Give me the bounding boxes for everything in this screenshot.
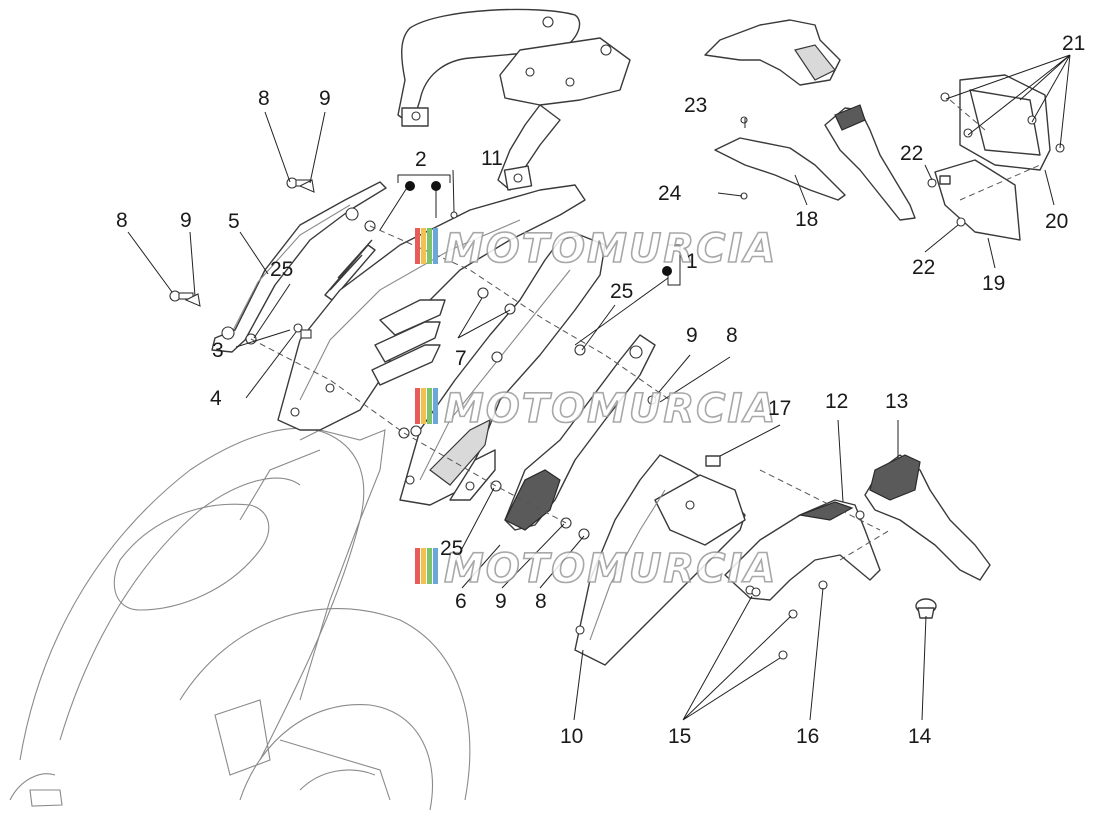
reflector-bracket bbox=[864, 454, 991, 581]
rear-luggage-rack bbox=[397, 8, 631, 191]
watermark-top: MOTOMURCIA bbox=[415, 225, 777, 273]
callout-22a: 22 bbox=[900, 142, 923, 165]
side-panel-left bbox=[277, 184, 586, 431]
plate-19 bbox=[934, 159, 1021, 241]
callout-23: 23 bbox=[684, 94, 707, 117]
callout-1: 1 bbox=[686, 250, 698, 273]
bracket-18 bbox=[714, 137, 846, 201]
watermark-text-2: MOTOMURCIA bbox=[444, 386, 777, 432]
callout-12: 12 bbox=[825, 390, 848, 413]
rubber-cap bbox=[915, 598, 937, 619]
callout-5: 5 bbox=[228, 210, 240, 233]
license-plate-holder bbox=[724, 499, 881, 601]
callout-4: 4 bbox=[210, 387, 222, 410]
callout-9a: 9 bbox=[319, 87, 331, 110]
callout-8d: 8 bbox=[535, 590, 547, 613]
scooter-outline bbox=[9, 427, 471, 811]
callout-8a: 8 bbox=[258, 87, 270, 110]
decal-stickers bbox=[324, 239, 376, 301]
leader-lines bbox=[127, 54, 1071, 721]
callout-3: 3 bbox=[212, 339, 224, 362]
callout-15: 15 bbox=[668, 725, 691, 748]
callout-16: 16 bbox=[796, 725, 819, 748]
callout-25b: 25 bbox=[610, 280, 633, 303]
watermark-text-1: MOTOMURCIA bbox=[444, 226, 777, 272]
callout-9c: 9 bbox=[686, 324, 698, 347]
dot-marker-2b bbox=[431, 181, 441, 191]
dot-marker-2a bbox=[405, 181, 415, 191]
mount-bracket bbox=[824, 104, 916, 221]
license-bracket-upper bbox=[704, 19, 841, 86]
callout-labels: 1 2 3 4 5 6 7 8 8 8 8 9 9 9 9 10 11 12 1… bbox=[116, 32, 1085, 748]
callout-9d: 9 bbox=[495, 590, 507, 613]
callout-9b: 9 bbox=[180, 209, 192, 232]
side-panel-right bbox=[399, 234, 606, 506]
watermark-bottom: MOTOMURCIA bbox=[415, 545, 777, 593]
callout-17: 17 bbox=[768, 397, 791, 420]
clip-17 bbox=[705, 455, 721, 467]
dot-marker-1 bbox=[662, 266, 672, 276]
plate-frame bbox=[940, 74, 1065, 171]
callout-19: 19 bbox=[982, 272, 1005, 295]
callout-6: 6 bbox=[455, 590, 467, 613]
callout-25a: 25 bbox=[270, 258, 293, 281]
callout-24: 24 bbox=[658, 182, 682, 205]
callout-13: 13 bbox=[885, 390, 908, 413]
callout-2: 2 bbox=[415, 148, 427, 171]
callout-18: 18 bbox=[795, 208, 818, 231]
callout-21: 21 bbox=[1062, 32, 1085, 55]
callout-7: 7 bbox=[455, 347, 467, 370]
watermark-middle: MOTOMURCIA bbox=[415, 385, 777, 433]
callout-20: 20 bbox=[1045, 210, 1068, 233]
grab-handle-right bbox=[504, 334, 656, 531]
callout-11: 11 bbox=[481, 147, 503, 170]
callout-8b: 8 bbox=[116, 209, 128, 232]
callout-14: 14 bbox=[908, 725, 932, 748]
callout-22b: 22 bbox=[912, 256, 935, 279]
grab-handle-left bbox=[211, 181, 387, 353]
callout-25c: 25 bbox=[440, 537, 463, 560]
callout-8c: 8 bbox=[726, 324, 738, 347]
callout-10: 10 bbox=[560, 725, 583, 748]
watermark-text-3: MOTOMURCIA bbox=[444, 546, 777, 592]
rear-mudguard bbox=[574, 454, 746, 666]
